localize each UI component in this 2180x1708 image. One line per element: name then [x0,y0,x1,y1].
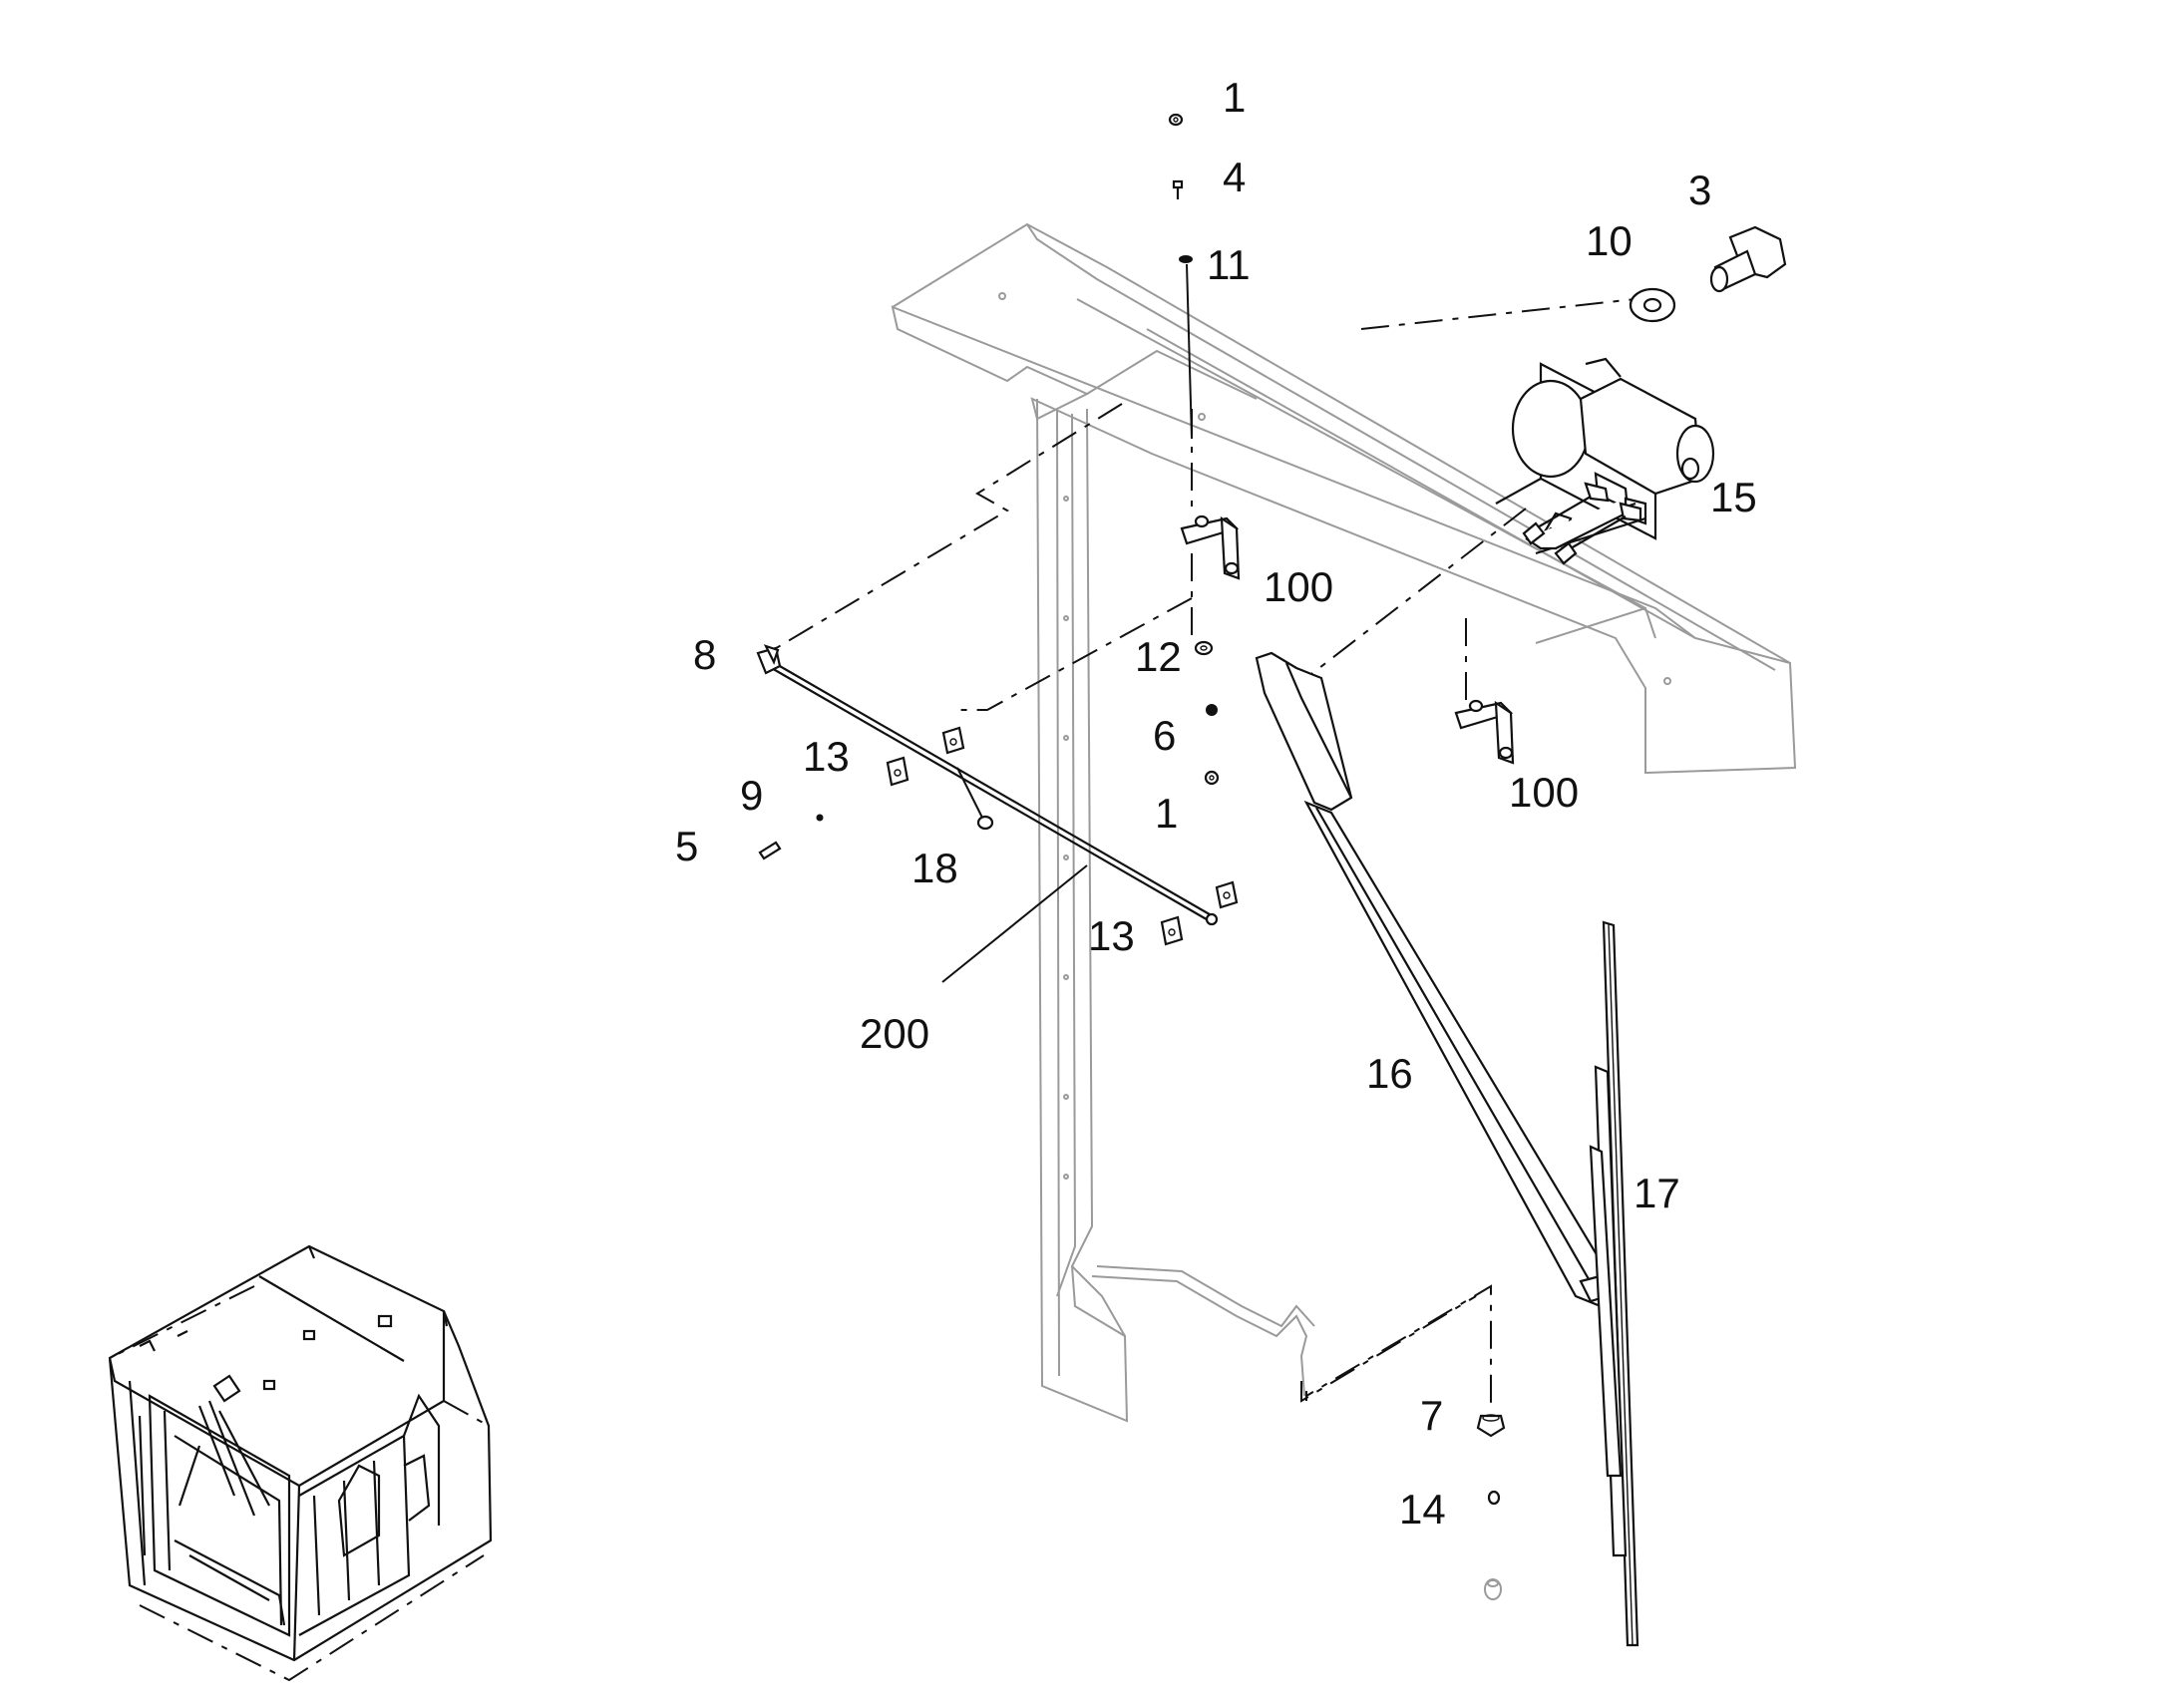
callout-labels: 1 4 11 3 10 15 100 8 12 13 6 100 9 1 5 1… [675,74,1757,1533]
bolt-3 [1709,225,1787,293]
callout-16: 16 [1366,1050,1413,1097]
callout-18: 18 [911,845,958,891]
cab-upper-beam [891,222,1797,775]
hardware-washer-12 [1194,640,1214,656]
callout-11: 11 [1207,241,1251,288]
callout-13-upper: 13 [803,733,850,780]
callout-1-top: 1 [1223,74,1246,121]
assembly-lines [767,263,1636,1406]
callout-10: 10 [1586,217,1633,264]
callout-15: 15 [1710,474,1757,520]
callout-200: 200 [860,1010,929,1057]
callout-100-upper: 100 [1264,563,1333,610]
hardware-nut-1-top [1168,113,1184,127]
callout-100-lower: 100 [1509,769,1579,816]
hardware-washer-14 [1487,1490,1501,1506]
callout-17: 17 [1634,1170,1680,1216]
callout-9: 9 [740,772,763,819]
callout-4: 4 [1223,154,1246,200]
leader-200 [941,864,1088,983]
cab-location-inset [108,1244,493,1682]
hardware-screw-5 [758,841,782,860]
spindle-shafts [1522,482,1642,565]
callout-5: 5 [675,823,698,869]
hardware-nut-1-middle [1204,770,1220,786]
wiper-blade-17 [1589,920,1639,1647]
clip-13-upper [886,726,965,787]
callout-13-lower: 13 [1088,912,1135,959]
callout-8: 8 [693,631,716,678]
hardware-nut-6 [1206,704,1218,716]
wiper-motor-15 [1495,357,1715,555]
hardware-cap-nut [1484,1578,1502,1600]
wiper-arm-16 [1255,651,1618,1308]
bracket-100-upper [1180,514,1241,580]
bracket-100-lower [1454,699,1515,765]
callout-12: 12 [1135,633,1182,680]
washer-tube-200 [756,644,1219,926]
callout-7: 7 [1420,1392,1443,1439]
hardware-screw-4 [1172,179,1184,199]
clip-13-lower [1160,880,1239,946]
hardware-nut-7 [1476,1414,1506,1438]
hardware-washer-11 [1179,255,1193,263]
washer-10 [1629,287,1676,323]
washer-hose [1091,1265,1315,1397]
cab-pillar [1036,398,1129,1423]
callout-6: 6 [1153,712,1176,759]
hardware-nut-18 [956,767,994,831]
callout-1-middle: 1 [1155,790,1178,837]
callout-14: 14 [1399,1486,1446,1533]
hardware-9 [816,814,824,822]
callout-3: 3 [1688,167,1711,213]
